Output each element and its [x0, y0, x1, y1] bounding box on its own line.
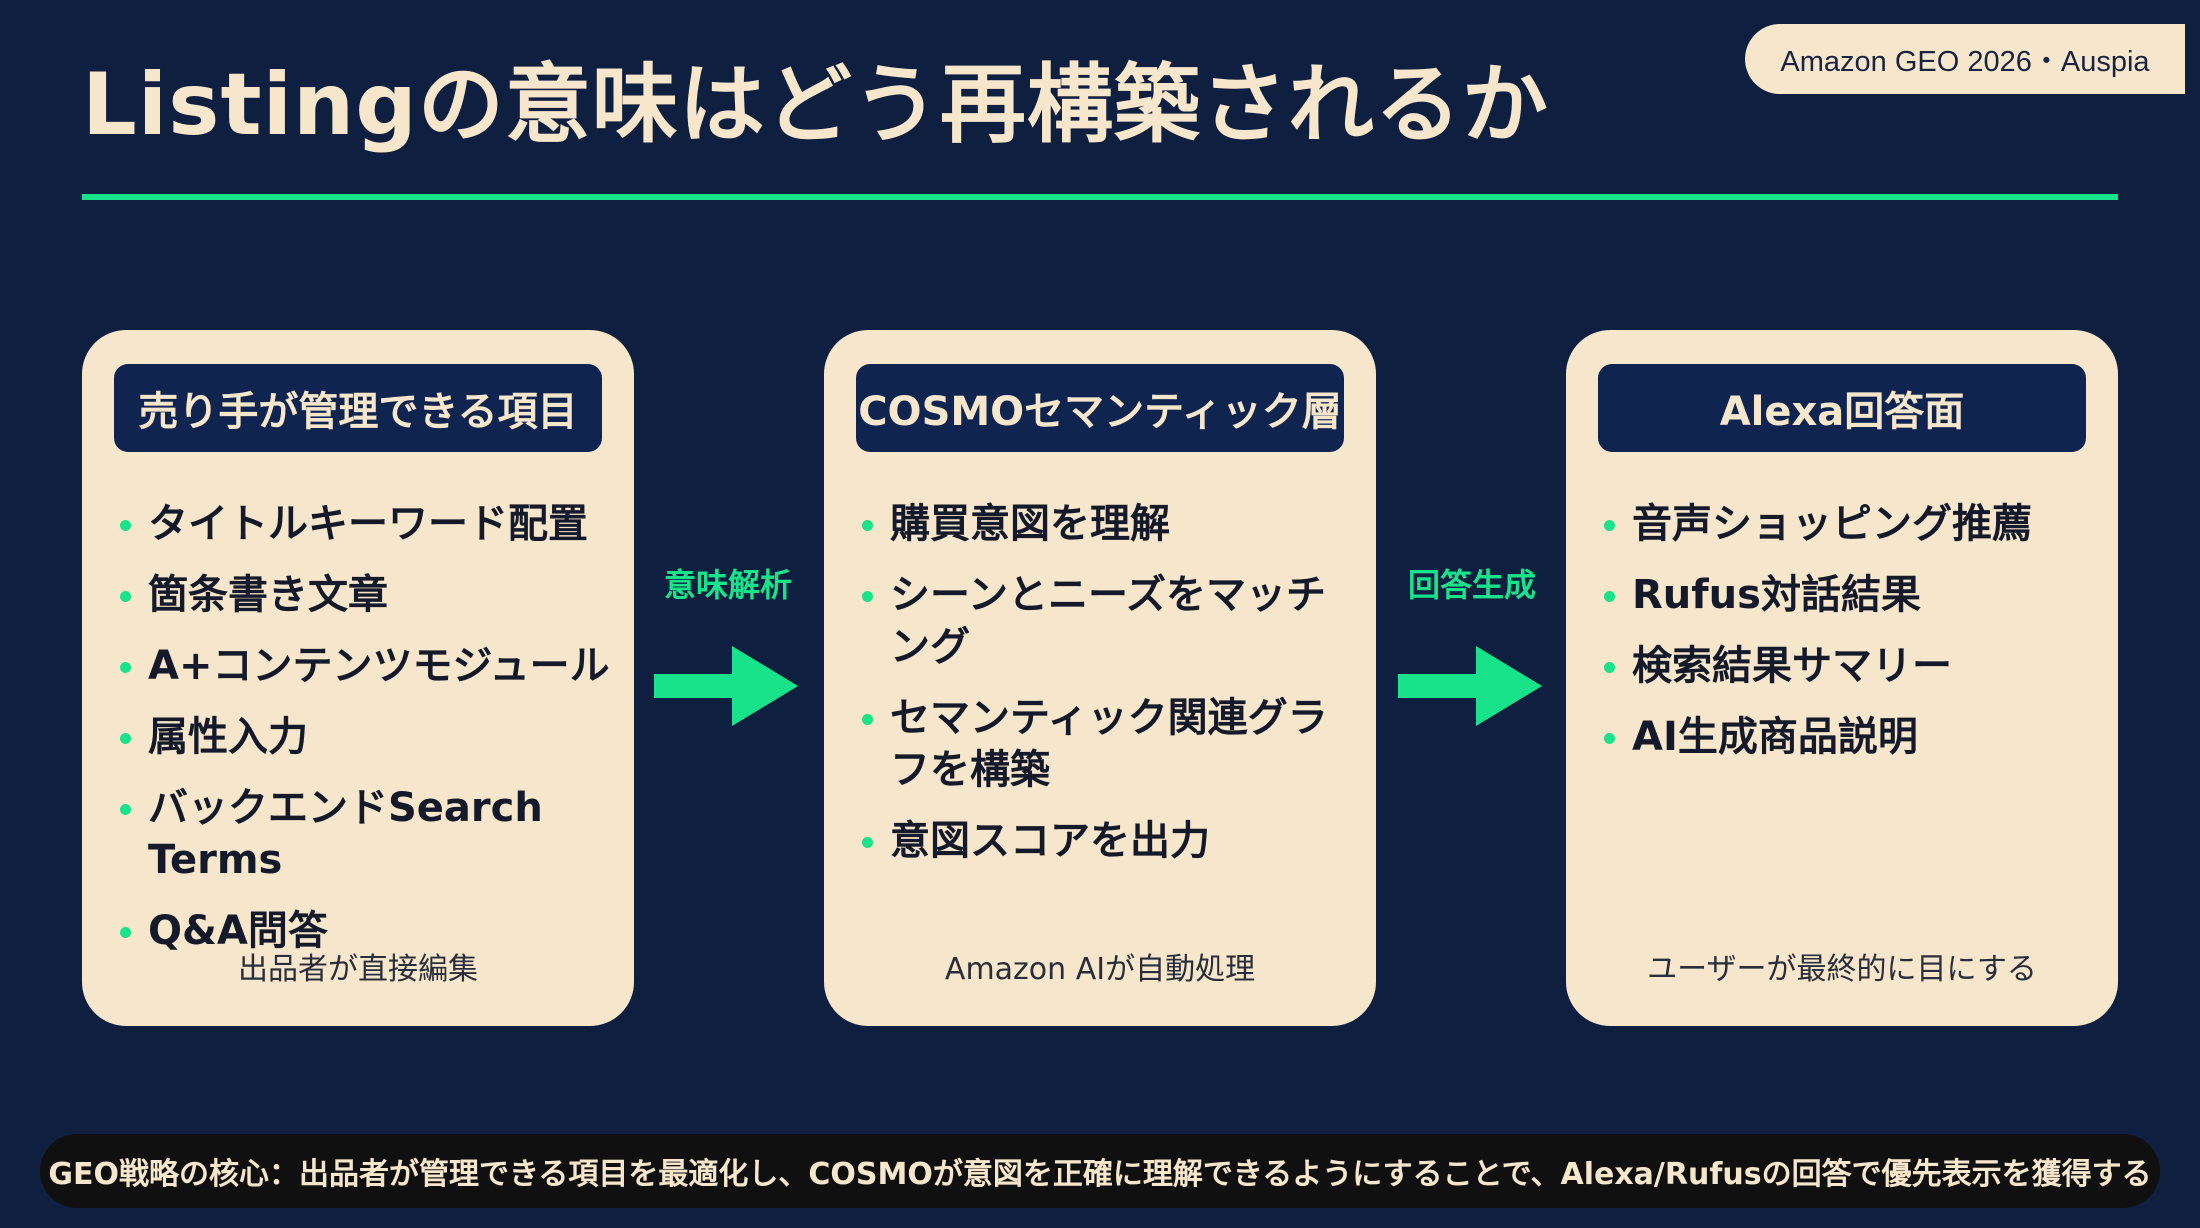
card-cosmo-layer: COSMOセマンティック層 購買意図を理解 シーンとニーズをマッチング セマンテ…: [824, 330, 1376, 1026]
bullet-dot-icon: [120, 804, 131, 815]
source-badge: Amazon GEO 2026・Auspia: [1745, 24, 2185, 94]
bullet-dot-icon: [862, 837, 873, 848]
card-seller-controls: 売り手が管理できる項目 タイトルキーワード配置 箇条書き文章 A+コンテンツモジ…: [82, 330, 634, 1026]
list-item: 意図スコアを出力: [862, 815, 1362, 867]
card-alexa-answers: Alexa回答面 音声ショッピング推薦 Rufus対話結果 検索結果サマリー A…: [1566, 330, 2118, 1026]
bullet-dot-icon: [1604, 591, 1615, 602]
list-item: バックエンドSearch Terms: [120, 782, 620, 886]
summary-banner: GEO戦略の核心：出品者が管理できる項目を最適化し、COSMOが意図を正確に理解…: [40, 1134, 2160, 1208]
bullet-dot-icon: [1604, 733, 1615, 744]
card-header: Alexa回答面: [1598, 364, 2086, 452]
bullet-list: 音声ショッピング推薦 Rufus対話結果 検索結果サマリー AI生成商品説明: [1604, 498, 2104, 782]
bullet-dot-icon: [120, 520, 131, 531]
bullet-dot-icon: [120, 927, 131, 938]
bullet-list: タイトルキーワード配置 箇条書き文章 A+コンテンツモジュール 属性入力 バック…: [120, 498, 620, 976]
bullet-dot-icon: [1604, 520, 1615, 531]
bullet-dot-icon: [120, 733, 131, 744]
list-item: シーンとニーズをマッチング: [862, 569, 1362, 673]
list-item-text: 購買意図を理解: [890, 501, 1170, 547]
connector-semantic-analysis: 意味解析: [652, 560, 804, 730]
list-item: 音声ショッピング推薦: [1604, 498, 2104, 550]
bullet-dot-icon: [1604, 662, 1615, 673]
list-item-text: 属性入力: [148, 714, 308, 760]
list-item-text: バックエンドSearch Terms: [148, 785, 543, 883]
list-item: A+コンテンツモジュール: [120, 640, 620, 692]
list-item: 箇条書き文章: [120, 569, 620, 621]
bullet-dot-icon: [862, 591, 873, 602]
list-item: AI生成商品説明: [1604, 711, 2104, 763]
card-header: 売り手が管理できる項目: [114, 364, 602, 452]
page-title: Listingの意味はどう再構築されるか: [82, 55, 1549, 155]
arrow-right-icon: [654, 646, 798, 726]
list-item-text: Rufus対話結果: [1632, 572, 1921, 618]
bullet-list: 購買意図を理解 シーンとニーズをマッチング セマンティック関連グラフを構築 意図…: [862, 498, 1362, 886]
list-item: Q&A問答: [120, 905, 620, 957]
bullet-dot-icon: [862, 520, 873, 531]
card-footer: Amazon AIが自動処理: [944, 952, 1256, 987]
bullet-dot-icon: [862, 714, 873, 725]
list-item-text: A+コンテンツモジュール: [148, 643, 610, 689]
arrow-right-icon: [1398, 646, 1542, 726]
connector-label: 回答生成: [1407, 566, 1536, 604]
bullet-dot-icon: [120, 591, 131, 602]
list-item: 属性入力: [120, 711, 620, 763]
list-item: Rufus対話結果: [1604, 569, 2104, 621]
connector-answer-generation: 回答生成: [1396, 560, 1548, 730]
list-item: 購買意図を理解: [862, 498, 1362, 550]
card-footer: 出品者が直接編集: [238, 952, 478, 987]
bullet-dot-icon: [120, 662, 131, 673]
list-item-text: セマンティック関連グラフを構築: [890, 695, 1328, 793]
title-divider: [82, 194, 2118, 200]
list-item: タイトルキーワード配置: [120, 498, 620, 550]
card-header: COSMOセマンティック層: [856, 364, 1344, 452]
list-item-text: 音声ショッピング推薦: [1632, 501, 2032, 547]
list-item-text: タイトルキーワード配置: [148, 501, 588, 547]
list-item-text: シーンとニーズをマッチング: [890, 572, 1326, 670]
list-item: セマンティック関連グラフを構築: [862, 692, 1362, 796]
list-item-text: 意図スコアを出力: [890, 818, 1210, 864]
list-item-text: AI生成商品説明: [1632, 714, 1918, 760]
list-item-text: 検索結果サマリー: [1632, 643, 1952, 689]
connector-label: 意味解析: [663, 566, 792, 604]
list-item-text: 箇条書き文章: [148, 572, 388, 618]
list-item: 検索結果サマリー: [1604, 640, 2104, 692]
card-footer: ユーザーが最終的に目にする: [1647, 952, 2037, 987]
list-item-text: Q&A問答: [148, 908, 328, 954]
